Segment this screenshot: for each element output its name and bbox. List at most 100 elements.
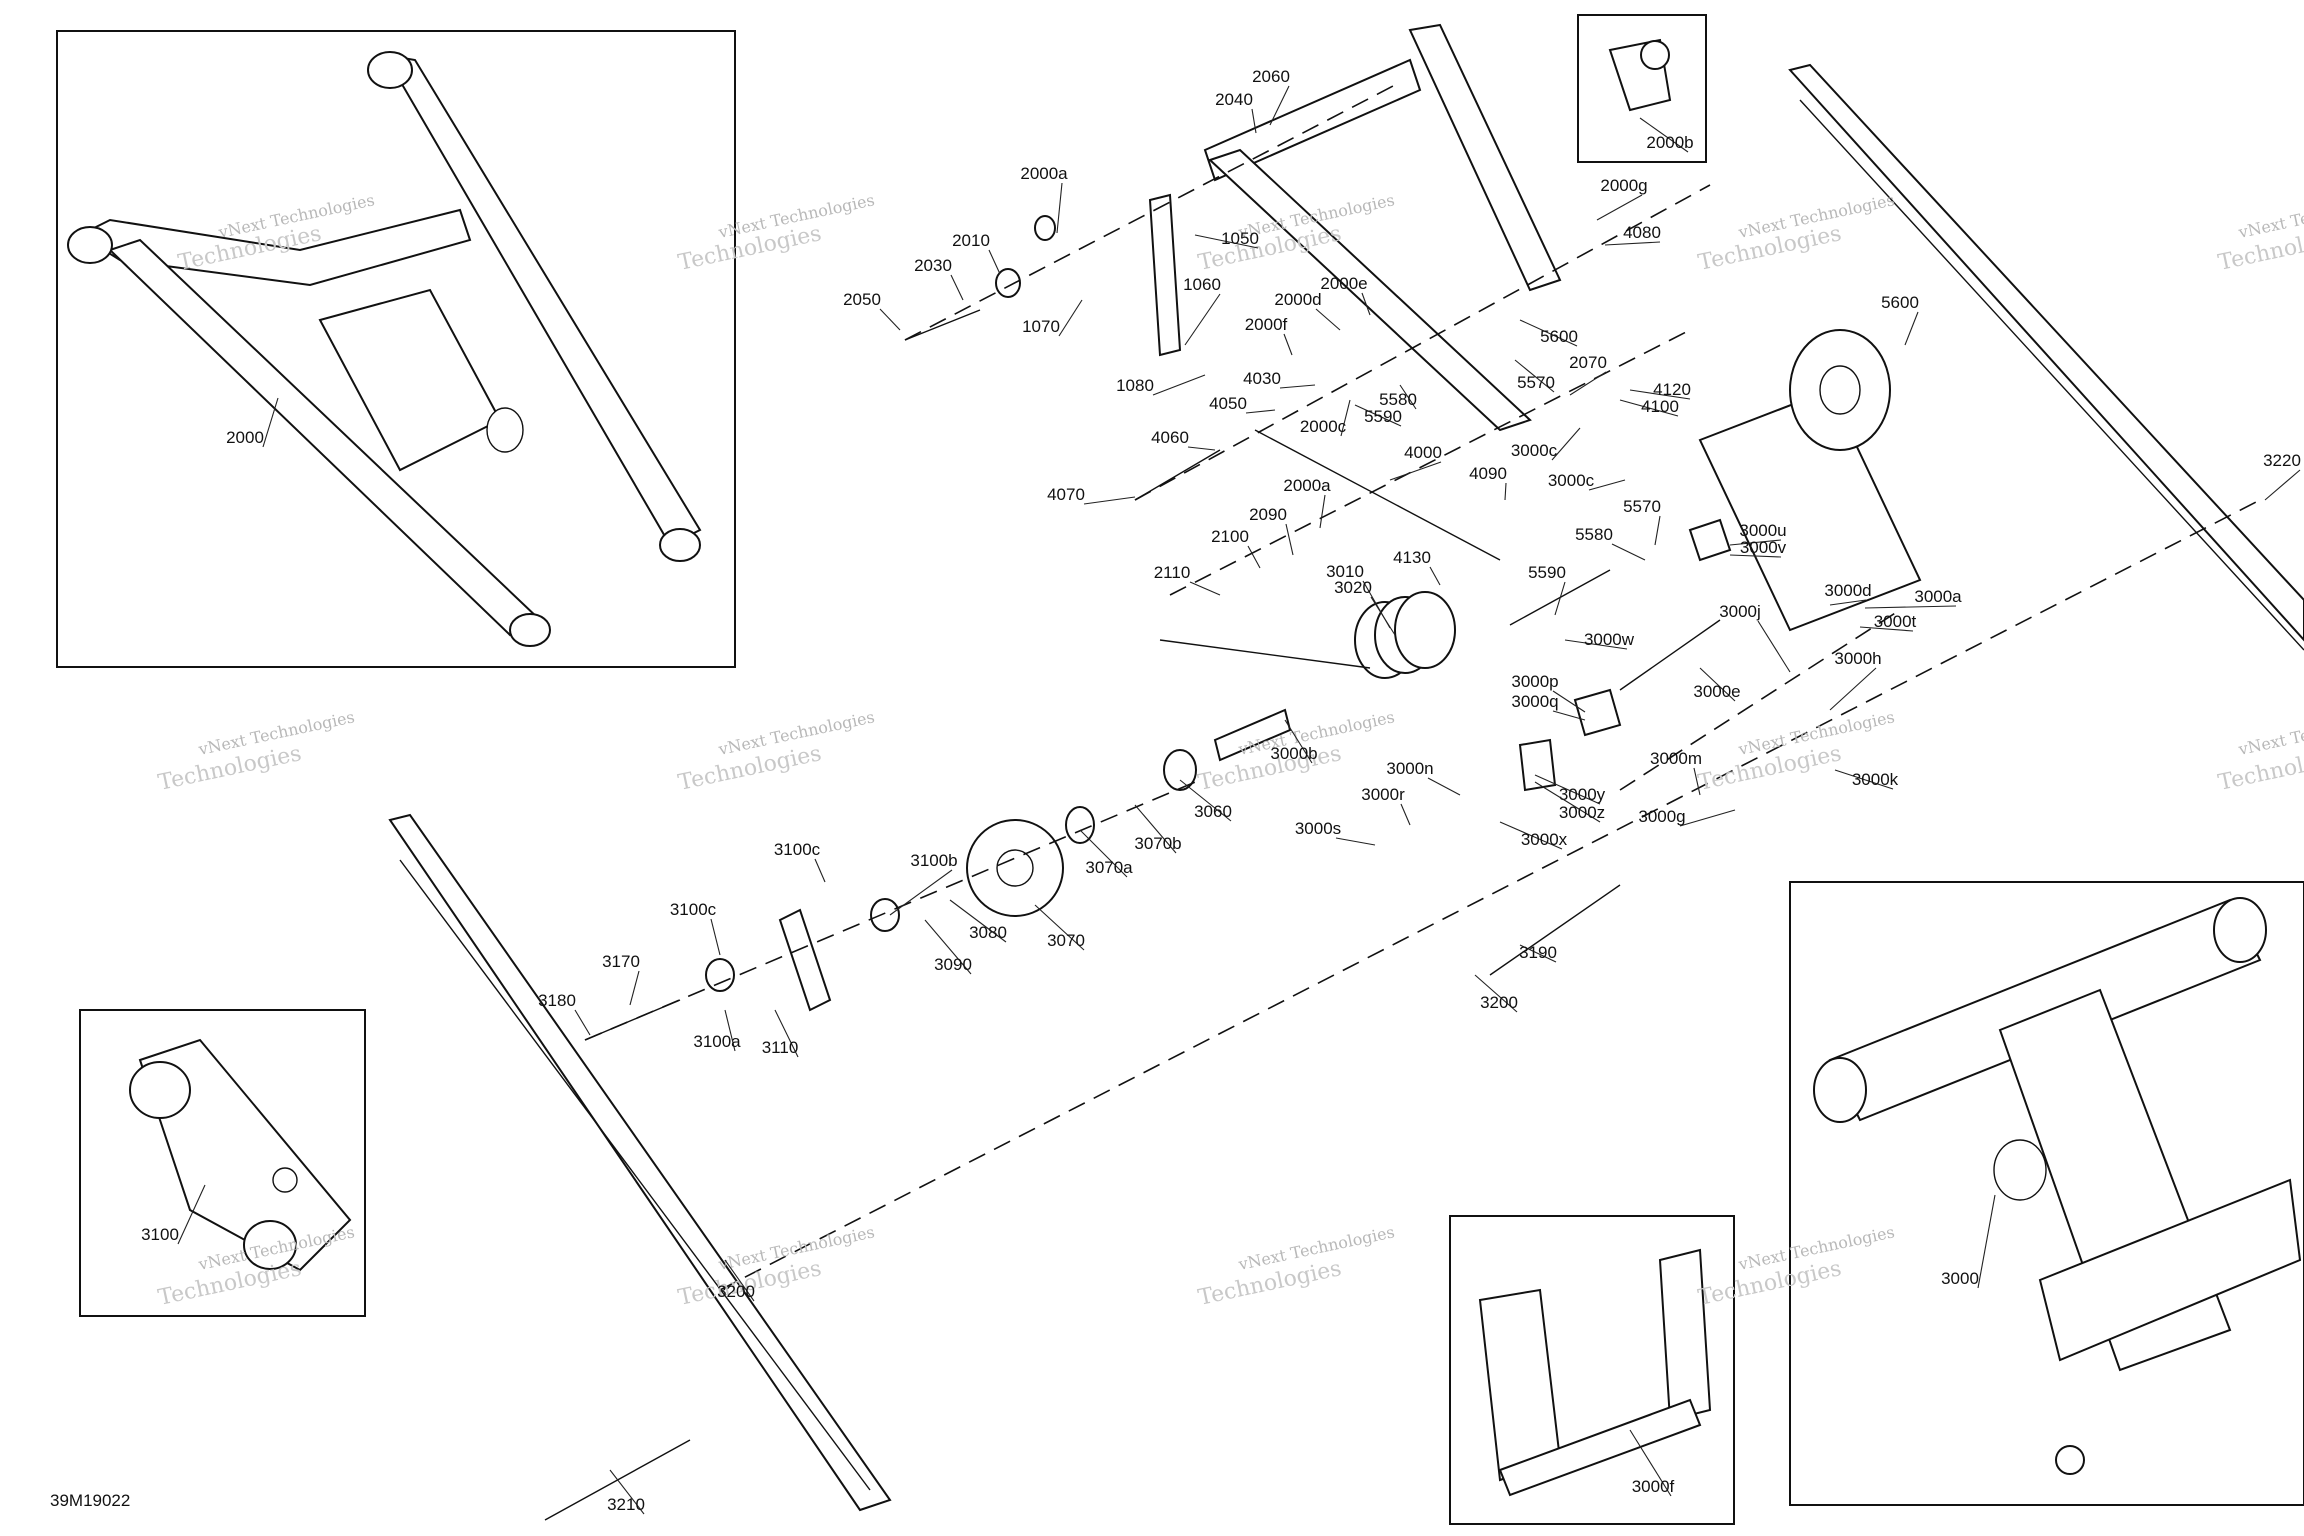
part-number-label: 3110 — [762, 1038, 799, 1057]
callout-leader-line — [1514, 359, 1555, 393]
part-number-label: 2070 — [1569, 353, 1607, 372]
part-number-label: 5580 — [1379, 390, 1417, 409]
callout-leader-line — [629, 970, 640, 1006]
callout-leader-line — [1474, 974, 1518, 1013]
part-number-label: 3100 — [141, 1225, 179, 1244]
main-exploded-view — [388, 23, 2304, 1521]
callout-leader-line — [574, 1009, 591, 1036]
part-number-label: 3190 — [1519, 943, 1557, 962]
part-number-label: 2090 — [1249, 505, 1287, 524]
callout-leader-line — [1194, 234, 1259, 249]
callout-leader-line — [1977, 1194, 1996, 1289]
part-number-label: 5570 — [1517, 373, 1555, 392]
part-number-label: 1070 — [1022, 317, 1060, 336]
callout-leader-line — [1247, 545, 1261, 569]
callout-leader-line — [1829, 599, 1867, 606]
part-number-label: 1080 — [1116, 376, 1154, 395]
part-number-label: 3000f — [1632, 1477, 1675, 1496]
part-number-label: 3000p — [1511, 672, 1558, 691]
part-number-label: 4080 — [1623, 223, 1661, 242]
callout-leader-line — [1354, 404, 1402, 427]
part-number-label: 3000t — [1874, 612, 1917, 631]
part-number-label: 2040 — [1215, 90, 1253, 109]
part-number-label: 3000c — [1548, 471, 1595, 490]
callout-leader-line — [1134, 804, 1177, 854]
callout-leader-line — [1340, 399, 1351, 437]
part-number-label: 3000n — [1386, 759, 1433, 778]
callout-leader-line — [1554, 581, 1566, 616]
part-number-label: 3100c — [670, 900, 717, 919]
callout-leader-line — [1056, 182, 1063, 234]
callout-leader-line — [1184, 293, 1221, 346]
callout-leader-line — [710, 918, 721, 956]
part-number-label: 5580 — [1575, 525, 1613, 544]
rear-arm-illustration — [67, 51, 702, 647]
part-number-label: 2110 — [1154, 563, 1191, 582]
part-number-label: 3180 — [538, 991, 576, 1010]
callout-leader-line — [1319, 494, 1326, 529]
callout-leader-line — [724, 1259, 755, 1302]
part-number-label: 3000y — [1559, 785, 1606, 804]
arm-3100-illustration — [129, 1038, 352, 1272]
callout-leader-line — [1034, 904, 1085, 951]
callout-leader-line — [1654, 515, 1661, 546]
alignment-lines — [584, 84, 2261, 1291]
part-number-label: 3210 — [607, 1495, 645, 1514]
part-number-label: 3070b — [1134, 834, 1181, 853]
callout-leader-line — [1864, 605, 1957, 609]
part-number-label: 5570 — [1623, 497, 1661, 516]
part-number-label: 1050 — [1221, 229, 1259, 248]
part-callouts: 20002000a2000a2000b2000c2000d2000e2000f2… — [141, 67, 2301, 1515]
callout-leader-line — [1399, 384, 1417, 410]
callout-leader-line — [1679, 809, 1736, 827]
part-number-label: 3000e — [1693, 682, 1740, 701]
part-number-label: 3000b — [1270, 744, 1317, 763]
callout-leader-line — [1429, 566, 1441, 586]
callout-leader-line — [1285, 523, 1294, 556]
part-number-label: 3000j — [1719, 602, 1761, 621]
callout-leader-line — [889, 869, 953, 916]
callout-leader-line — [1629, 389, 1691, 400]
part-number-label: 3000z — [1559, 803, 1605, 822]
callout-leader-line — [1400, 803, 1411, 826]
part-number-label: 1060 — [1183, 275, 1221, 294]
part-number-label: 3220 — [2263, 451, 2301, 470]
part-number-label: 3000v — [1740, 538, 1787, 557]
callout-leader-line — [1757, 620, 1791, 673]
callout-leader-line — [2264, 469, 2301, 501]
callout-leader-line — [1904, 311, 1919, 346]
callout-leader-line — [609, 1469, 645, 1515]
callout-leader-line — [1859, 626, 1914, 632]
part-number-label: 2000e — [1320, 274, 1367, 293]
callout-leader-line — [1519, 944, 1557, 963]
callout-leader-line — [262, 397, 279, 448]
callout-leader-line — [1279, 384, 1316, 389]
part-number-label: 2000b — [1646, 133, 1693, 152]
part-number-label: 3000g — [1638, 807, 1685, 826]
part-number-label: 3000w — [1584, 630, 1635, 649]
callout-leader-line — [774, 1009, 799, 1058]
part-number-label: 4100 — [1641, 397, 1679, 416]
callout-leader-line — [1611, 543, 1646, 561]
part-number-label: 3000q — [1511, 692, 1558, 711]
callout-leader-line — [1315, 308, 1341, 331]
callout-leader-line — [1569, 371, 1607, 396]
callout-leader-line — [1335, 837, 1376, 846]
part-number-label: 2000f — [1245, 315, 1288, 334]
part-number-label: 4090 — [1469, 464, 1507, 483]
part-number-label: 3170 — [602, 952, 640, 971]
part-number-label: 2010 — [952, 231, 990, 250]
callout-leader-line — [949, 899, 1007, 943]
part-number-label: 3070 — [1047, 931, 1085, 950]
callout-leader-line — [1283, 333, 1293, 356]
callout-leader-line — [1504, 482, 1507, 501]
part-number-label: 3100a — [693, 1032, 741, 1051]
bracket-2000b-illustration — [1608, 38, 1672, 112]
part-number-label: 5600 — [1540, 327, 1578, 346]
callout-leader-line — [1588, 479, 1626, 491]
inset-box-2000b — [1577, 14, 1707, 163]
part-number-label: 2000 — [226, 428, 264, 447]
part-number-label: 2000d — [1274, 290, 1321, 309]
callout-leader-line — [1427, 777, 1461, 796]
callout-leader-line — [1639, 117, 1689, 153]
